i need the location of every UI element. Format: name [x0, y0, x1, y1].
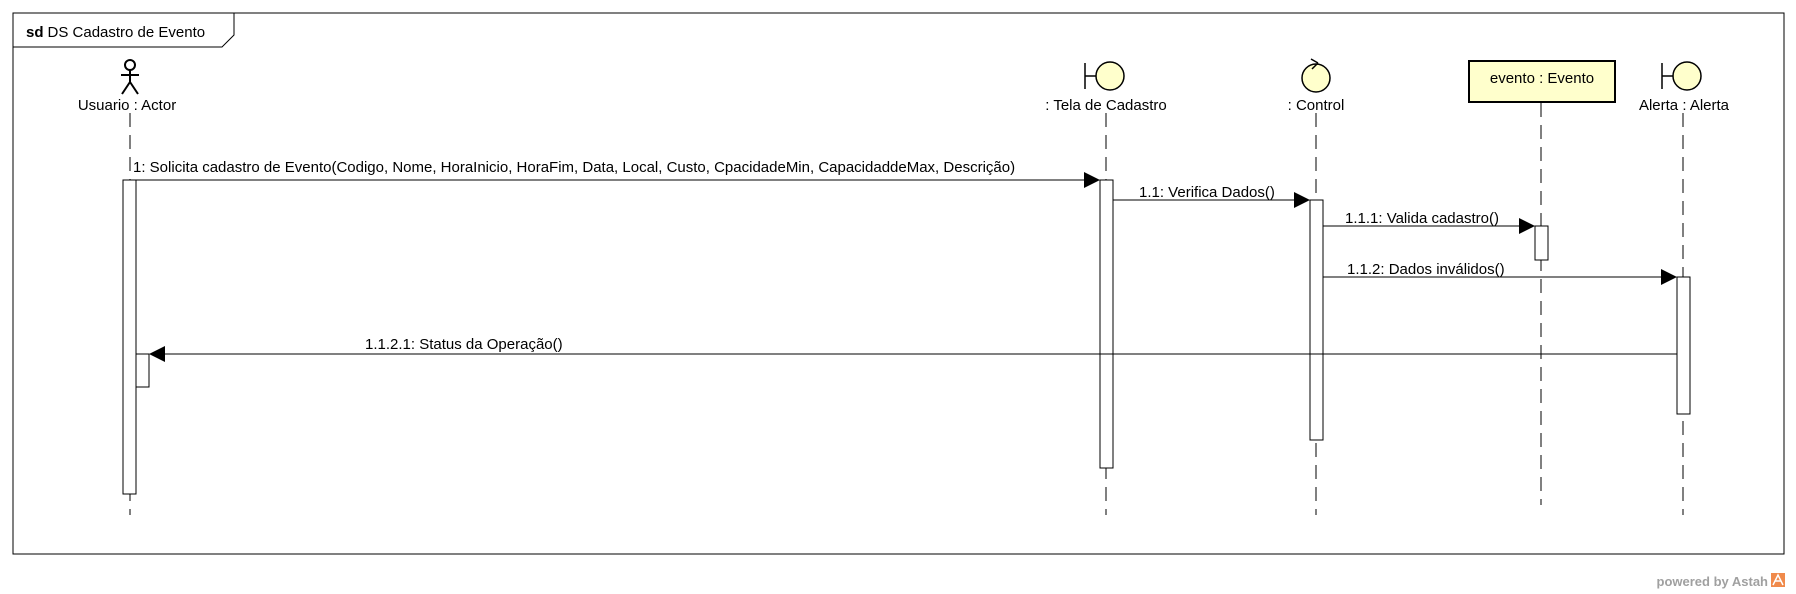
activation-usuario-return	[135, 353, 150, 388]
lifeline-label-tela: : Tela de Cadastro	[1045, 97, 1166, 114]
activation-bars	[122, 179, 1691, 495]
astah-logo-icon	[1771, 573, 1785, 587]
arrowhead-icon	[1294, 192, 1310, 208]
message-m4[interactable]: 1.1.2: Dados inválidos()	[1323, 261, 1677, 285]
frame-name: DS Cadastro de Evento	[48, 24, 206, 41]
control-icon	[1301, 58, 1331, 93]
message-label-m1: 1: Solicita cadastro de Evento(Codigo, N…	[133, 159, 1015, 176]
boundary-icon	[1661, 61, 1702, 91]
message-m1[interactable]: 1: Solicita cadastro de Evento(Codigo, N…	[133, 159, 1100, 188]
arrowhead-icon	[1661, 269, 1677, 285]
lifeline-evento[interactable]: evento : Evento	[1468, 60, 1616, 103]
message-label-m2: 1.1: Verifica Dados()	[1139, 184, 1275, 201]
activation-alerta	[1676, 276, 1691, 415]
message-m2[interactable]: 1.1: Verifica Dados()	[1113, 184, 1310, 208]
activation-tela	[1099, 179, 1114, 469]
message-label-m5: 1.1.2.1: Status da Operação()	[365, 336, 563, 353]
activation-evento	[1534, 225, 1549, 261]
arrowhead-icon	[1084, 172, 1100, 188]
arrowhead-icon	[1519, 218, 1535, 234]
lifeline-alerta[interactable]: Alerta : Alerta	[1639, 61, 1730, 114]
boundary-icon	[1084, 61, 1125, 91]
entity-box	[1468, 60, 1616, 103]
lifeline-label-alerta: Alerta : Alerta	[1639, 97, 1730, 114]
watermark: powered by Astah	[1657, 573, 1785, 589]
lifeline-tela[interactable]: : Tela de Cadastro	[1045, 61, 1167, 114]
message-label-m4: 1.1.2: Dados inválidos()	[1347, 261, 1505, 278]
activation-control	[1309, 199, 1324, 441]
lifeline-label-control: : Control	[1288, 97, 1345, 114]
message-label-m3: 1.1.1: Valida cadastro()	[1345, 210, 1499, 227]
watermark-text: powered by Astah	[1657, 574, 1769, 589]
message-m3[interactable]: 1.1.1: Valida cadastro()	[1323, 210, 1535, 234]
lifeline-control[interactable]: : Control	[1288, 58, 1345, 114]
arrowhead-icon	[149, 346, 165, 362]
lifeline-usuario[interactable]: Usuario : Actor	[78, 59, 176, 114]
activation-usuario	[122, 179, 137, 495]
actor-icon	[121, 59, 139, 95]
lifeline-label-evento: evento : Evento	[1490, 70, 1594, 87]
message-m5[interactable]: 1.1.2.1: Status da Operação()	[149, 336, 1677, 362]
frame-keyword: sd	[26, 24, 44, 41]
lifeline-label-usuario: Usuario : Actor	[78, 97, 176, 114]
